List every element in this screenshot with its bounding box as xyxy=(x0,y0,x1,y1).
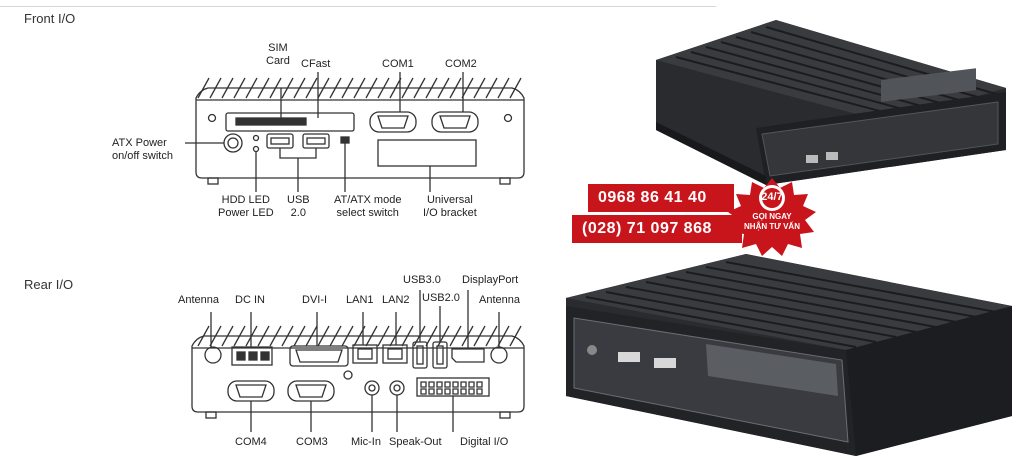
label-mic-in: Mic-In xyxy=(351,436,381,448)
rear-panel-drawing xyxy=(191,290,525,432)
label-lan2: LAN2 xyxy=(382,294,410,306)
badge-line-1: GỌI NGAY xyxy=(752,212,792,221)
call-now-badge[interactable] xyxy=(726,176,818,258)
label-dc-in: DC IN xyxy=(235,294,265,306)
label-dvi-i: DVI-I xyxy=(302,294,328,306)
label-com3: COM3 xyxy=(296,436,328,448)
label-usb30: USB3.0 xyxy=(403,274,441,286)
top-divider xyxy=(0,6,716,7)
label-com1: COM1 xyxy=(382,58,414,70)
rear-io-title: Rear I/O xyxy=(24,277,74,292)
label-atx-power: ATX Power on/off switch xyxy=(112,137,173,162)
label-antenna-left: Antenna xyxy=(178,294,219,306)
label-digital-io: Digital I/O xyxy=(460,436,509,448)
label-displayport: DisplayPort xyxy=(462,274,519,286)
badge-line-2: NHẬN TƯ VẤN xyxy=(744,222,800,231)
product-photo-top xyxy=(656,20,1006,185)
label-usb20-rear: USB2.0 xyxy=(422,292,460,304)
promo-phone-1[interactable]: 0968 86 41 40 xyxy=(588,184,734,212)
label-at-atx-switch: AT/ATX mode select switch xyxy=(334,194,402,219)
label-sim-card: SIM Card xyxy=(266,42,290,67)
promo-phone-2[interactable]: (028) 71 097 868 xyxy=(572,215,742,243)
label-lan1: LAN1 xyxy=(346,294,374,306)
label-universal-io: Universal I/O bracket xyxy=(423,194,477,219)
badge-24-7: 24/7 xyxy=(761,191,783,203)
label-usb20-front: USB 2.0 xyxy=(287,194,310,219)
label-cfast: CFast xyxy=(301,58,331,70)
label-speak-out: Speak-Out xyxy=(389,436,442,448)
front-io-title: Front I/O xyxy=(24,11,76,26)
label-hdd-power-led: HDD LED Power LED xyxy=(218,194,274,219)
product-photo-bottom xyxy=(566,254,1012,456)
label-antenna-right: Antenna xyxy=(479,294,520,306)
label-com2: COM2 xyxy=(445,58,477,70)
front-panel-drawing xyxy=(185,72,525,192)
label-com4: COM4 xyxy=(235,436,267,448)
